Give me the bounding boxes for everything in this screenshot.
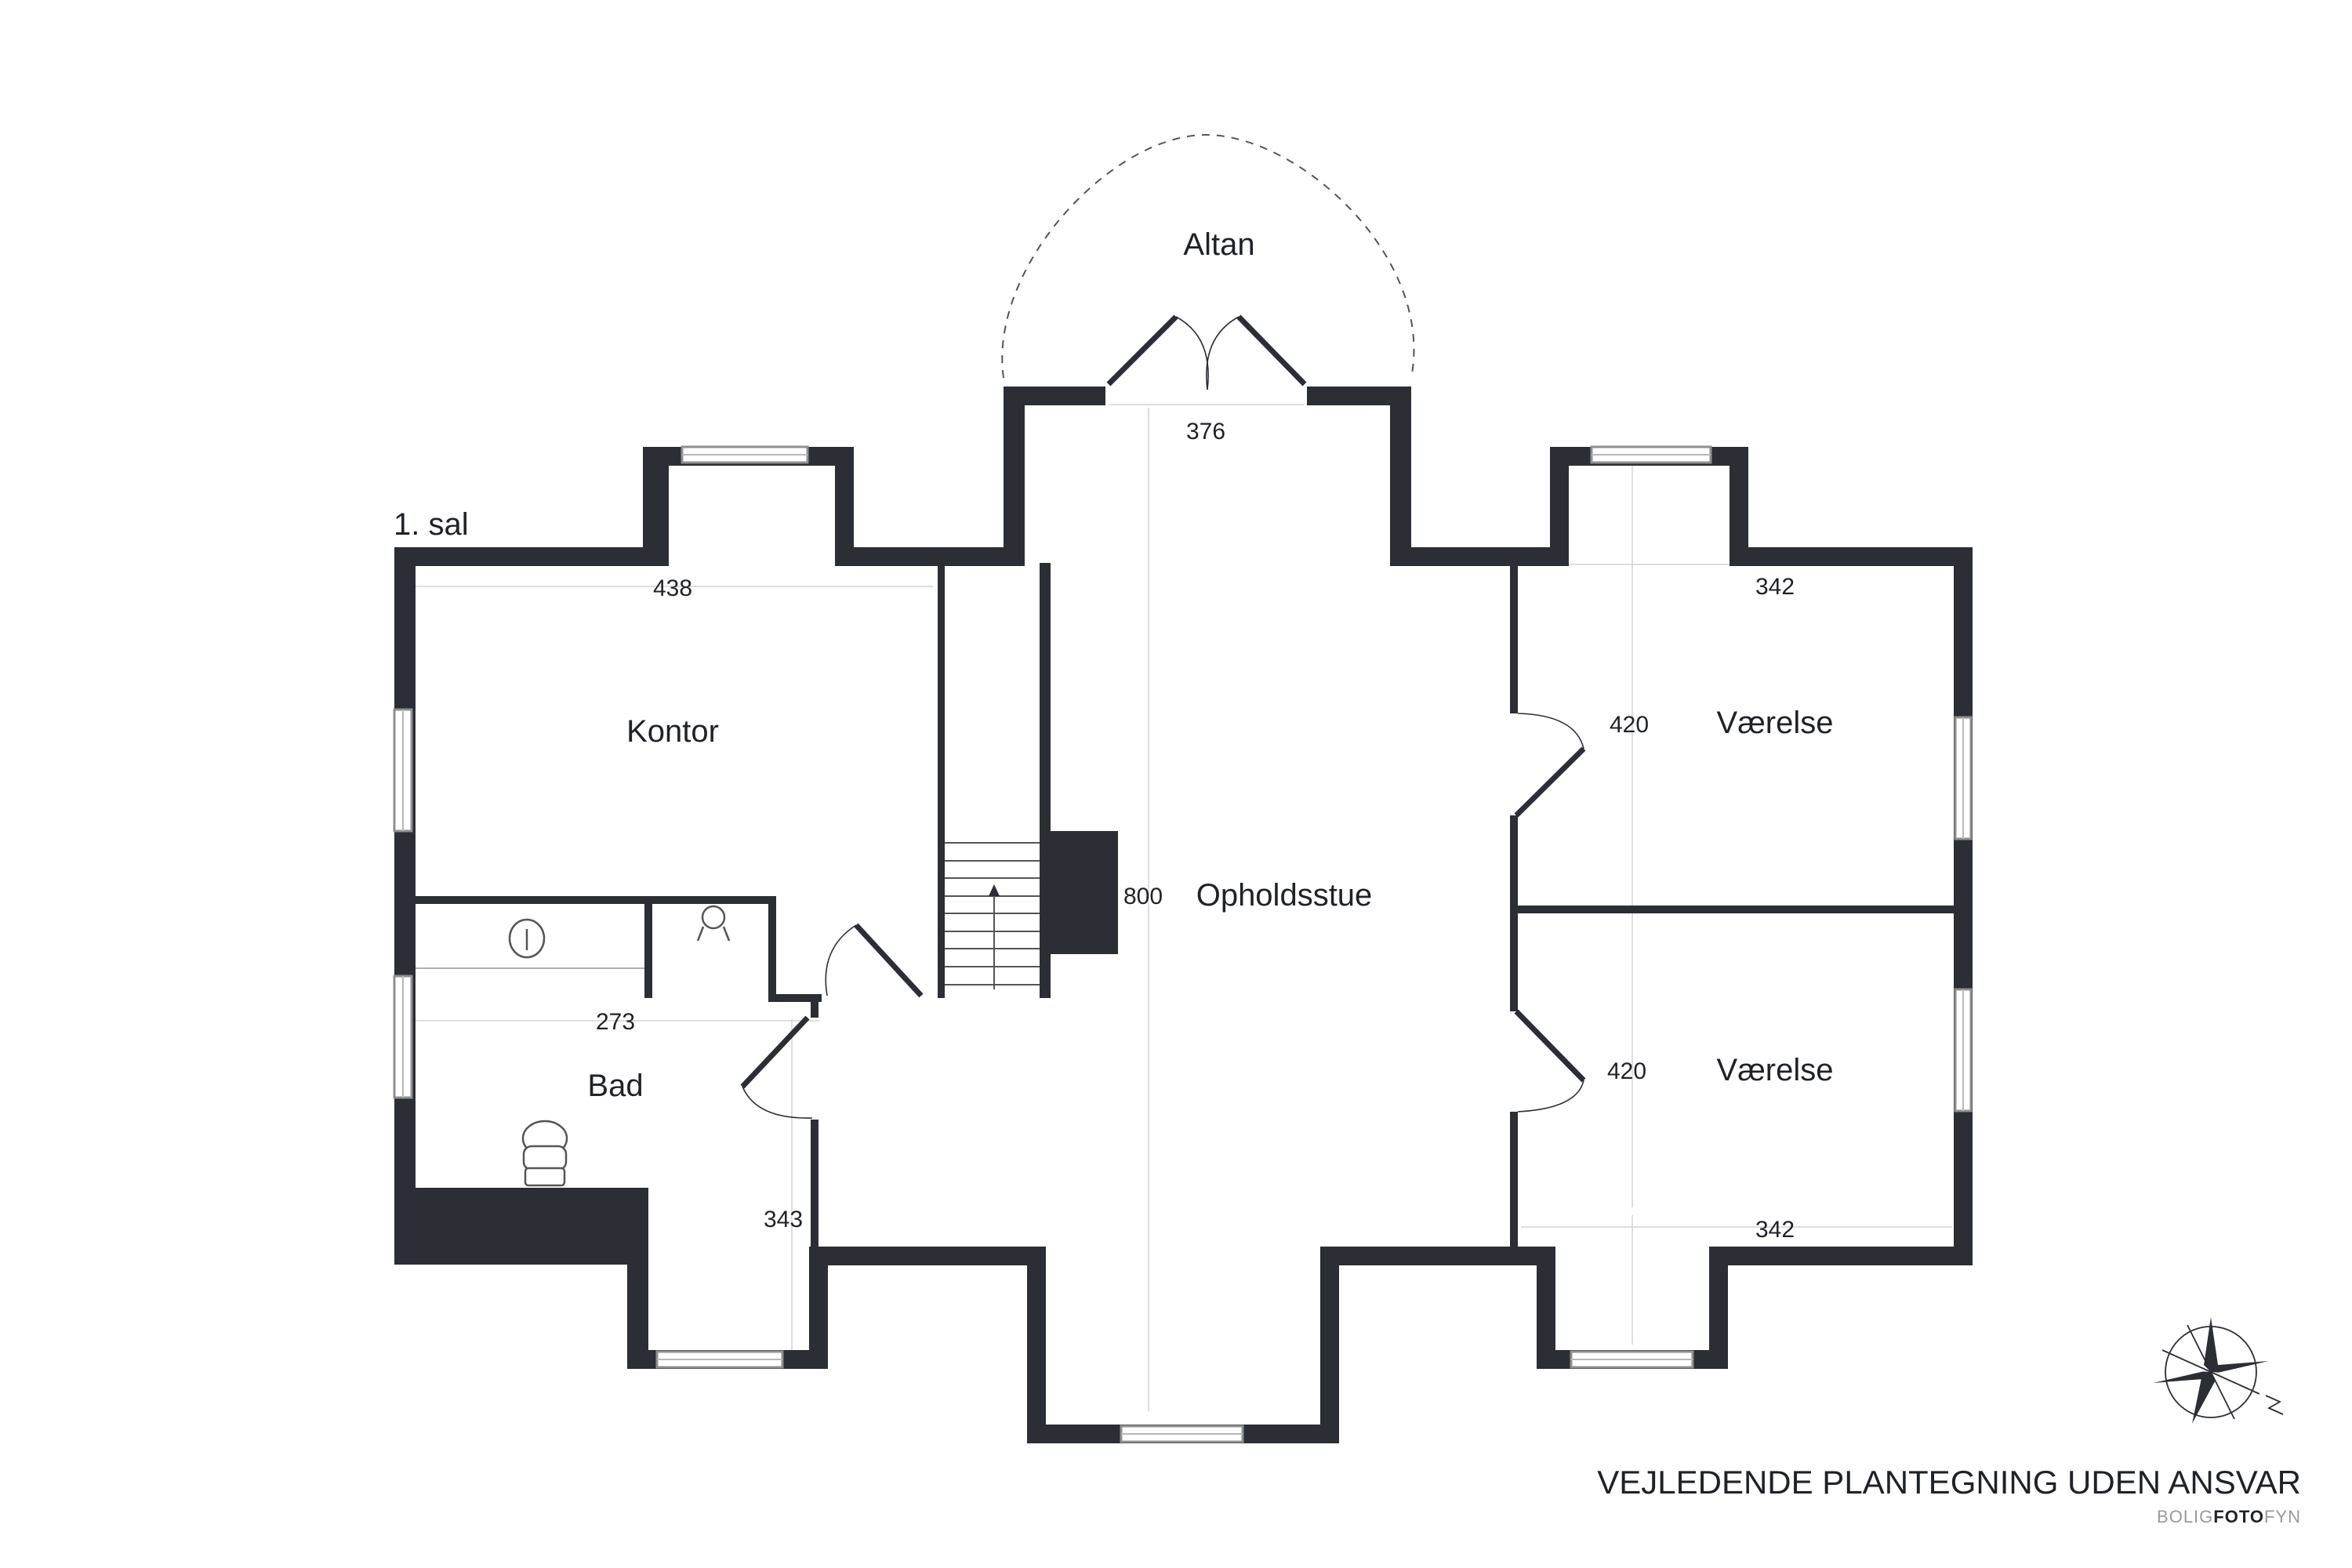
dimension-vaerelse-top-width: 342 — [1755, 574, 1795, 600]
door-vaerelse-bottom — [1514, 1009, 1586, 1112]
stair-arrow-icon — [989, 884, 1000, 989]
altan-outline — [1001, 133, 1415, 379]
room-label-altan: Altan — [1183, 227, 1254, 262]
window-vaerelse-top — [1590, 445, 1712, 464]
svg-text:BOLIGFOTOFYN: BOLIGFOTOFYN — [2157, 1507, 2301, 1526]
walls — [394, 387, 1973, 1443]
room-label-kontor: Kontor — [626, 714, 719, 749]
brand-bold: FOTO — [2213, 1507, 2264, 1526]
compass-rose-icon — [2153, 1317, 2284, 1424]
brand-suffix: FYN — [2264, 1507, 2301, 1526]
room-label-vaerelse-bottom: Værelse — [1717, 1053, 1834, 1087]
window-vaerelse-right-bottom — [1954, 988, 1973, 1112]
window-bad-bottom — [655, 1350, 784, 1369]
brand-prefix: BOLIG — [2157, 1507, 2213, 1526]
door-vaerelse-top — [1514, 713, 1586, 818]
window-kontor-left — [393, 708, 413, 833]
floor-label: 1. sal — [394, 507, 469, 542]
dimension-bad-depth: 343 — [764, 1207, 803, 1232]
sink-icon — [508, 918, 546, 959]
room-label-opholdsstue: Opholdsstue — [1196, 878, 1373, 913]
room-label-bad: Bad — [587, 1069, 643, 1103]
dimension-vaerelse-top-depth: 420 — [1610, 712, 1649, 738]
window-kontor-top — [681, 445, 809, 464]
window-opholdsstue-bottom — [1120, 1425, 1244, 1443]
windows — [393, 445, 1973, 1443]
dimension-kontor-width: 438 — [653, 575, 692, 601]
door-bad — [740, 1015, 813, 1119]
staircase — [945, 839, 1040, 996]
dimension-vaerelse-bottom-depth: 420 — [1607, 1058, 1646, 1084]
toilet-icon — [521, 1120, 568, 1187]
door-kontor — [825, 923, 924, 998]
altan-double-door — [1106, 314, 1307, 405]
room-label-vaerelse-top: Værelse — [1717, 706, 1834, 740]
dimension-vaerelse-bottom-width: 342 — [1755, 1217, 1795, 1243]
window-vaerelse-bottom — [1570, 1350, 1694, 1369]
brand-logo: BOLIGFOTOFYN — [2157, 1507, 2301, 1526]
dimension-altan-width: 376 — [1186, 419, 1225, 445]
dimension-bad-width: 273 — [596, 1009, 635, 1035]
window-bad-left — [393, 975, 413, 1099]
dimension-opholdsstue-length: 800 — [1123, 884, 1163, 909]
shower-icon — [696, 905, 731, 942]
disclaimer-text: VEJLEDENDE PLANTEGNING UDEN ANSVAR — [1597, 1464, 2301, 1501]
doors — [740, 713, 1586, 1119]
window-vaerelse-right-top — [1954, 716, 1973, 840]
